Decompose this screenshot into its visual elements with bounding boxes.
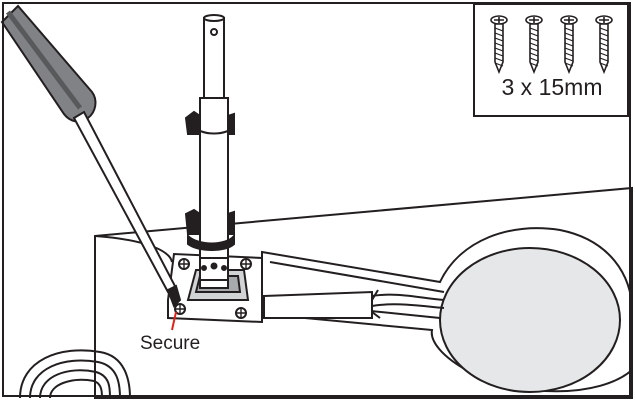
screwdriver	[0, 4, 182, 308]
vertical-post	[199, 14, 229, 289]
screw-icon-group	[490, 15, 613, 75]
screw-icon	[490, 15, 508, 75]
screw-size-label: 3 x 15mm	[501, 74, 603, 100]
cable-loops	[19, 349, 131, 399]
secure-callout-label: Secure	[140, 333, 201, 354]
screw-inset-box	[473, 3, 629, 117]
screw-icon	[525, 15, 543, 75]
screw-icon	[560, 15, 578, 75]
post-clip-lower	[184, 208, 235, 251]
callout-leader-line	[171, 311, 177, 331]
screw-icon	[595, 15, 613, 75]
wire-tube	[263, 289, 445, 319]
lamp-housing	[261, 227, 633, 393]
post-clip-upper	[184, 110, 235, 135]
